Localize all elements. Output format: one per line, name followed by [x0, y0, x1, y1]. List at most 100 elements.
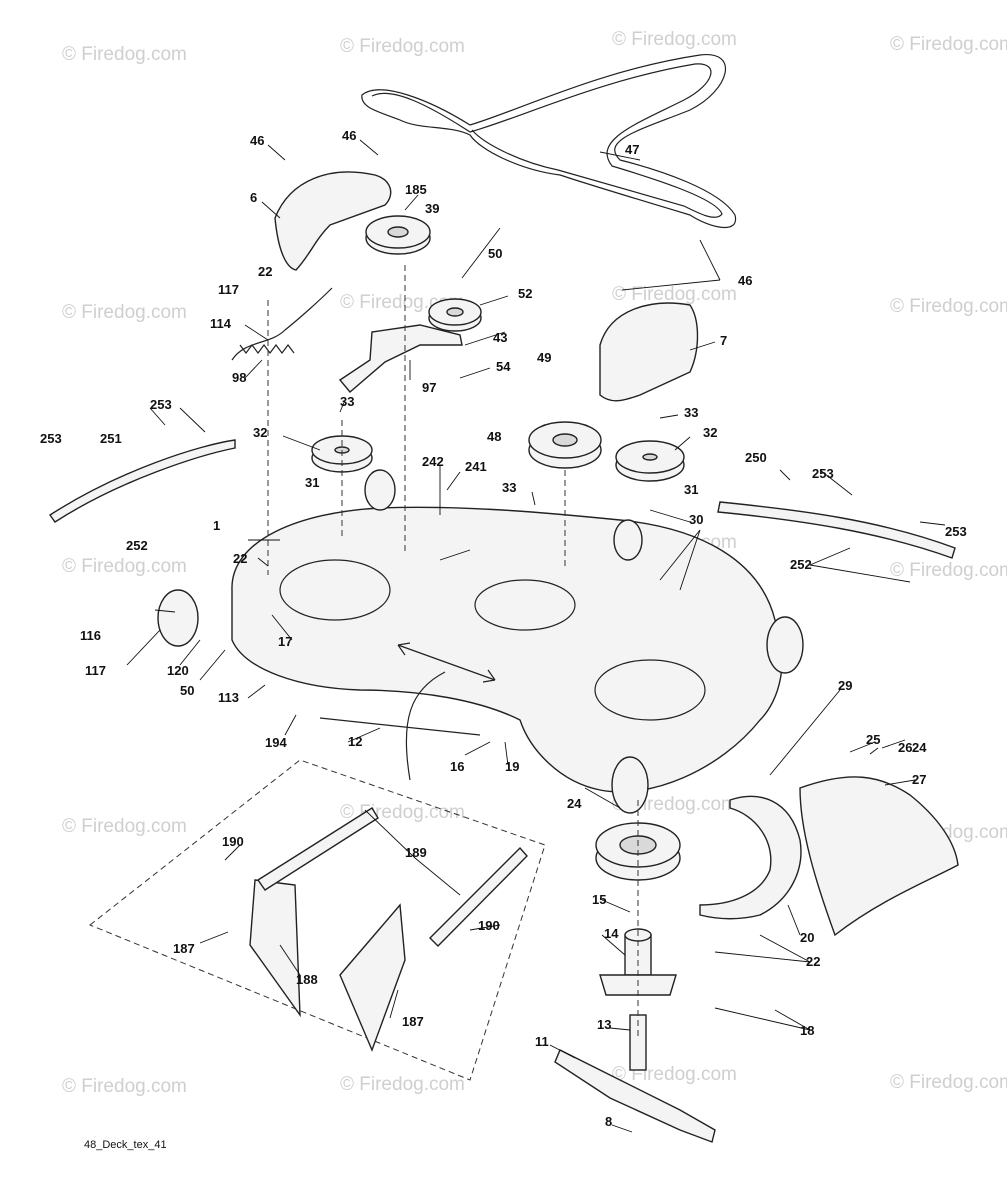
- part-label: 188: [296, 972, 318, 987]
- anti-scalp-wheel-front-right: [766, 616, 804, 674]
- mower-blade: [554, 1049, 716, 1143]
- watermark: © Firedog.com: [62, 44, 187, 65]
- part-label: 33: [340, 394, 354, 409]
- part-label: 253: [945, 524, 967, 539]
- part-label: 253: [40, 431, 62, 446]
- blade-well-left: [279, 559, 391, 621]
- lift-bracket-left: [249, 879, 301, 1018]
- detail-region: [89, 759, 546, 1081]
- part-label: 46: [342, 128, 356, 143]
- part-label: 1: [213, 518, 220, 533]
- part-label: 250: [745, 450, 767, 465]
- part-label: 50: [180, 683, 194, 698]
- part-label: 32: [703, 425, 717, 440]
- part-label: 252: [790, 557, 812, 572]
- part-label: 97: [422, 380, 436, 395]
- watermark: © Firedog.com: [612, 284, 737, 305]
- part-label: 194: [265, 735, 287, 750]
- part-label: 120: [167, 663, 189, 678]
- part-label: 54: [496, 359, 511, 374]
- part-label: 117: [85, 663, 106, 678]
- spring-bracket: [231, 287, 333, 361]
- anti-scalp-wheel-rear: [364, 469, 396, 511]
- part-label: 251: [100, 431, 122, 446]
- discharge-chute: [799, 776, 959, 937]
- stabilizer-bar-left: [49, 439, 236, 523]
- part-label: 31: [305, 475, 319, 490]
- idler-pulley-39: [365, 215, 431, 255]
- part-label: 190: [478, 918, 500, 933]
- watermark: © Firedog.com: [340, 1074, 465, 1095]
- part-label: 187: [173, 941, 195, 956]
- label-leaders: [126, 139, 946, 1133]
- stabilizer-bar-right: [717, 501, 956, 559]
- watermark: © Firedog.com: [62, 302, 187, 323]
- diagram-caption: 48_Deck_tex_41: [84, 1139, 167, 1151]
- part-label: 190: [222, 834, 244, 849]
- part-label: 30: [689, 512, 703, 527]
- part-label: 32: [253, 425, 267, 440]
- part-label: 185: [405, 182, 427, 197]
- part-label: 11: [535, 1034, 549, 1049]
- part-label: 46: [250, 133, 264, 148]
- part-label: 52: [518, 286, 532, 301]
- part-label: 8: [605, 1114, 612, 1129]
- part-label: 19: [505, 759, 519, 774]
- part-label: 6: [250, 190, 257, 205]
- belt-cover-left: [274, 171, 392, 271]
- part-label: 116: [80, 628, 101, 643]
- watermark: © Firedog.com: [890, 560, 1007, 581]
- part-label: 117: [218, 282, 239, 297]
- part-label: 46: [738, 273, 752, 288]
- part-label: 31: [684, 482, 698, 497]
- part-label: 43: [493, 330, 507, 345]
- part-label: 47: [625, 142, 639, 157]
- anti-scalp-wheel-left: [157, 589, 199, 647]
- watermark: © Firedog.com: [340, 36, 465, 57]
- pulley-48: [528, 421, 602, 469]
- part-label: 113: [218, 690, 239, 705]
- pulley-32-right: [615, 440, 685, 482]
- part-label: 29: [838, 678, 852, 693]
- blade-well-right: [594, 659, 706, 721]
- part-label: 253: [812, 466, 834, 481]
- belt: [361, 54, 737, 229]
- part-label: 187: [402, 1014, 424, 1029]
- part-label: 189: [405, 845, 427, 860]
- anti-scalp-wheel-right: [613, 519, 643, 561]
- part-label: 241: [465, 459, 487, 474]
- blade-well-center: [474, 579, 576, 631]
- part-label: 22: [806, 954, 820, 969]
- spring: [239, 344, 295, 354]
- part-label: 24: [567, 796, 582, 811]
- part-label: 13: [597, 1017, 611, 1032]
- watermark: © Firedog.com: [62, 556, 187, 577]
- part-label: 48: [487, 429, 501, 444]
- part-label: 25: [866, 732, 880, 747]
- anti-scalp-wheel-front: [611, 756, 649, 814]
- mower-deck: [231, 506, 783, 793]
- part-label: 114: [210, 316, 232, 331]
- watermark: © Firedog.com: [62, 1076, 187, 1097]
- adjustment-arrow: [397, 644, 496, 681]
- part-labels: 46 46 47 6 185 39 50 52 46 22 117 114 43…: [40, 128, 967, 1129]
- watermark: © Firedog.com: [890, 296, 1007, 317]
- part-label: 20: [800, 930, 814, 945]
- part-label: 17: [278, 634, 292, 649]
- part-label: 49: [537, 350, 551, 365]
- watermark: © Firedog.com: [62, 816, 187, 837]
- part-label: 22: [233, 551, 247, 566]
- part-label: 7: [720, 333, 727, 348]
- part-label: 33: [684, 405, 698, 420]
- part-label: 22: [258, 264, 272, 279]
- part-label: 24: [912, 740, 927, 755]
- rod: [319, 717, 481, 736]
- part-label: 98: [232, 370, 246, 385]
- idler-pulley-52: [428, 298, 482, 332]
- belt-cover-right: [599, 302, 699, 402]
- watermark: © Firedog.com: [890, 1072, 1007, 1093]
- part-label: 33: [502, 480, 516, 495]
- part-label: 14: [604, 926, 619, 941]
- idler-arm: [338, 324, 463, 393]
